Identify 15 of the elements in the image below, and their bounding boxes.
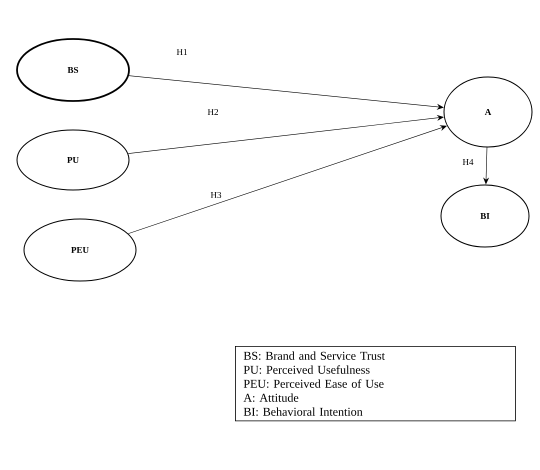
edge-label: H1: [176, 48, 188, 56]
ellipse-node: BI: [440, 184, 530, 248]
label: A: Attitude: [244, 393, 298, 402]
label: PEU: Perceived Ease of Use: [244, 379, 384, 388]
label: PU: Perceived Usefulness: [244, 365, 370, 374]
edge-label: H2: [206, 108, 220, 116]
ellipse-node: BS: [16, 38, 130, 102]
ellipse-node: PEU: [24, 218, 136, 282]
key-box: BS: Brand and Service Trust PU: Perceived Usefulness PEU: Perceived Ease of Use A: Attitude BI: Behavioral Intention: [235, 346, 516, 422]
ellipse-node: A: [444, 76, 532, 148]
label: BI: Behavioral Intention: [244, 407, 363, 416]
ellipse-node: PU: [16, 130, 130, 190]
edge-label: H3: [210, 190, 222, 199]
label: BS: Brand and Service Trust: [244, 351, 385, 360]
edge-label: H4: [462, 158, 474, 166]
